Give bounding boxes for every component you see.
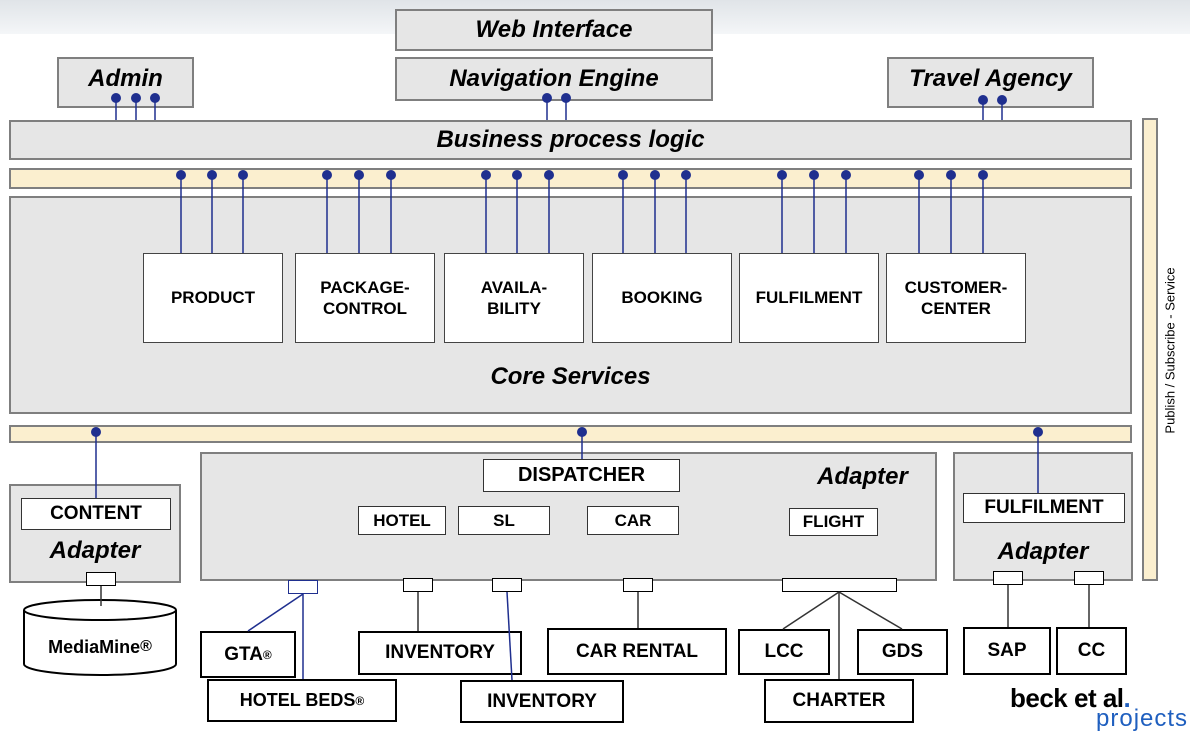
fulfilment-adapter-label: Adapter bbox=[997, 538, 1089, 565]
port bbox=[288, 580, 318, 594]
logo-text: beck et al bbox=[1010, 683, 1124, 713]
fulfilment-adapter-box: FULFILMENT bbox=[963, 493, 1125, 523]
service-package-control-box: PACKAGE- CONTROL bbox=[295, 253, 435, 343]
service-availability-box: AVAILA- BILITY bbox=[444, 253, 584, 343]
port-wide bbox=[782, 578, 897, 592]
dispatcher-box: DISPATCHER bbox=[483, 459, 680, 492]
charter-box: CHARTER bbox=[764, 679, 914, 723]
logo-line2: projects bbox=[1096, 705, 1189, 732]
car-rental-box: CAR RENTAL bbox=[547, 628, 727, 675]
web-interface-label: Web Interface bbox=[475, 16, 633, 43]
port bbox=[1074, 571, 1104, 585]
service-fulfilment-box: FULFILMENT bbox=[739, 253, 879, 343]
hotel-beds-box: HOTEL BEDS® bbox=[207, 679, 397, 722]
navigation-engine-label: Navigation Engine bbox=[449, 65, 659, 92]
inventory-box-1: INVENTORY bbox=[358, 631, 522, 675]
flight-adapter-label: FLIGHT bbox=[802, 512, 865, 531]
core-services-title: Core Services bbox=[490, 363, 651, 390]
dispatcher-label: DISPATCHER bbox=[517, 464, 646, 486]
port bbox=[492, 578, 522, 592]
sap-box: SAP bbox=[963, 627, 1051, 675]
inventory-label: INVENTORY bbox=[385, 642, 495, 663]
inventory-box-2: INVENTORY bbox=[460, 680, 624, 723]
registered-mark: ® bbox=[355, 693, 365, 708]
service-line2: BILITY bbox=[487, 299, 541, 318]
car-adapter-box: CAR bbox=[587, 506, 679, 535]
connector-line bbox=[838, 591, 903, 630]
charter-label: CHARTER bbox=[792, 690, 886, 711]
service-line1: CUSTOMER- bbox=[904, 277, 1008, 297]
content-label: CONTENT bbox=[50, 503, 142, 524]
inventory-label: INVENTORY bbox=[487, 690, 597, 712]
content-box: CONTENT bbox=[21, 498, 171, 530]
publish-subscribe-label: Publish / Subscribe - Service bbox=[1162, 266, 1178, 434]
sl-adapter-label: SL bbox=[493, 510, 515, 530]
message-bus-bottom bbox=[9, 425, 1132, 443]
lcc-box: LCC bbox=[738, 629, 830, 675]
company-logo: beck et al. projects bbox=[1010, 683, 1190, 735]
admin-label: Admin bbox=[88, 65, 163, 92]
logo-line1: beck et al. bbox=[1010, 683, 1131, 714]
service-line1: AVAILA- bbox=[480, 277, 548, 297]
mediamine-cylinder bbox=[23, 599, 177, 676]
car-adapter-label: CAR bbox=[614, 510, 652, 530]
fulfilment-adapter-name: FULFILMENT bbox=[984, 497, 1104, 518]
sap-label: SAP bbox=[987, 640, 1027, 661]
service-customer-center-box: CUSTOMER- CENTER bbox=[886, 253, 1026, 343]
flight-adapter-box: FLIGHT bbox=[789, 508, 878, 536]
car-rental-label: CAR RENTAL bbox=[575, 640, 699, 662]
logo-dot: . bbox=[1123, 683, 1131, 713]
gta-label: GTA bbox=[224, 643, 263, 665]
cc-label: CC bbox=[1077, 640, 1106, 661]
port bbox=[993, 571, 1023, 585]
content-adapter-label: Adapter bbox=[49, 537, 141, 564]
gds-label: GDS bbox=[881, 641, 924, 662]
lcc-label: LCC bbox=[764, 641, 804, 662]
port bbox=[623, 578, 653, 592]
service-line1: PRODUCT bbox=[170, 288, 256, 308]
hotel-adapter-box: HOTEL bbox=[358, 506, 446, 535]
publish-subscribe-bar bbox=[1142, 118, 1158, 581]
hotel-beds-label: HOTEL BEDS bbox=[239, 690, 356, 710]
mediamine-name: MediaMine bbox=[48, 636, 141, 657]
connector-line bbox=[247, 593, 304, 632]
cc-box: CC bbox=[1056, 627, 1127, 675]
connector-line bbox=[782, 591, 840, 630]
publish-subscribe-label-wrap: Publish / Subscribe - Service bbox=[1080, 267, 1190, 433]
admin-box: Admin bbox=[57, 57, 194, 108]
service-line1: PACKAGE- bbox=[320, 277, 410, 297]
business-process-logic-bar: Business process logic bbox=[9, 120, 1132, 160]
travel-agency-box: Travel Agency bbox=[887, 57, 1094, 108]
service-line1: BOOKING bbox=[621, 288, 703, 308]
service-line1: FULFILMENT bbox=[755, 288, 863, 308]
web-interface-box: Web Interface bbox=[395, 9, 713, 51]
message-bus-top bbox=[9, 168, 1132, 189]
registered-mark: ® bbox=[140, 638, 152, 655]
business-process-logic-label: Business process logic bbox=[436, 126, 705, 153]
main-adapter-label: Adapter bbox=[817, 463, 908, 490]
service-booking-box: BOOKING bbox=[592, 253, 732, 343]
navigation-engine-box: Navigation Engine bbox=[395, 57, 713, 101]
gta-box: GTA® bbox=[200, 631, 296, 678]
hotel-adapter-label: HOTEL bbox=[373, 510, 431, 530]
registered-mark: ® bbox=[262, 647, 272, 662]
travel-agency-label: Travel Agency bbox=[909, 65, 1072, 92]
service-line2: CONTROL bbox=[322, 299, 408, 318]
service-line2: CENTER bbox=[921, 299, 991, 318]
port bbox=[403, 578, 433, 592]
service-product-box: PRODUCT bbox=[143, 253, 283, 343]
sl-adapter-box: SL bbox=[458, 506, 550, 535]
gds-box: GDS bbox=[857, 629, 948, 675]
mediamine-label: MediaMine® bbox=[22, 628, 178, 666]
port bbox=[86, 572, 116, 586]
